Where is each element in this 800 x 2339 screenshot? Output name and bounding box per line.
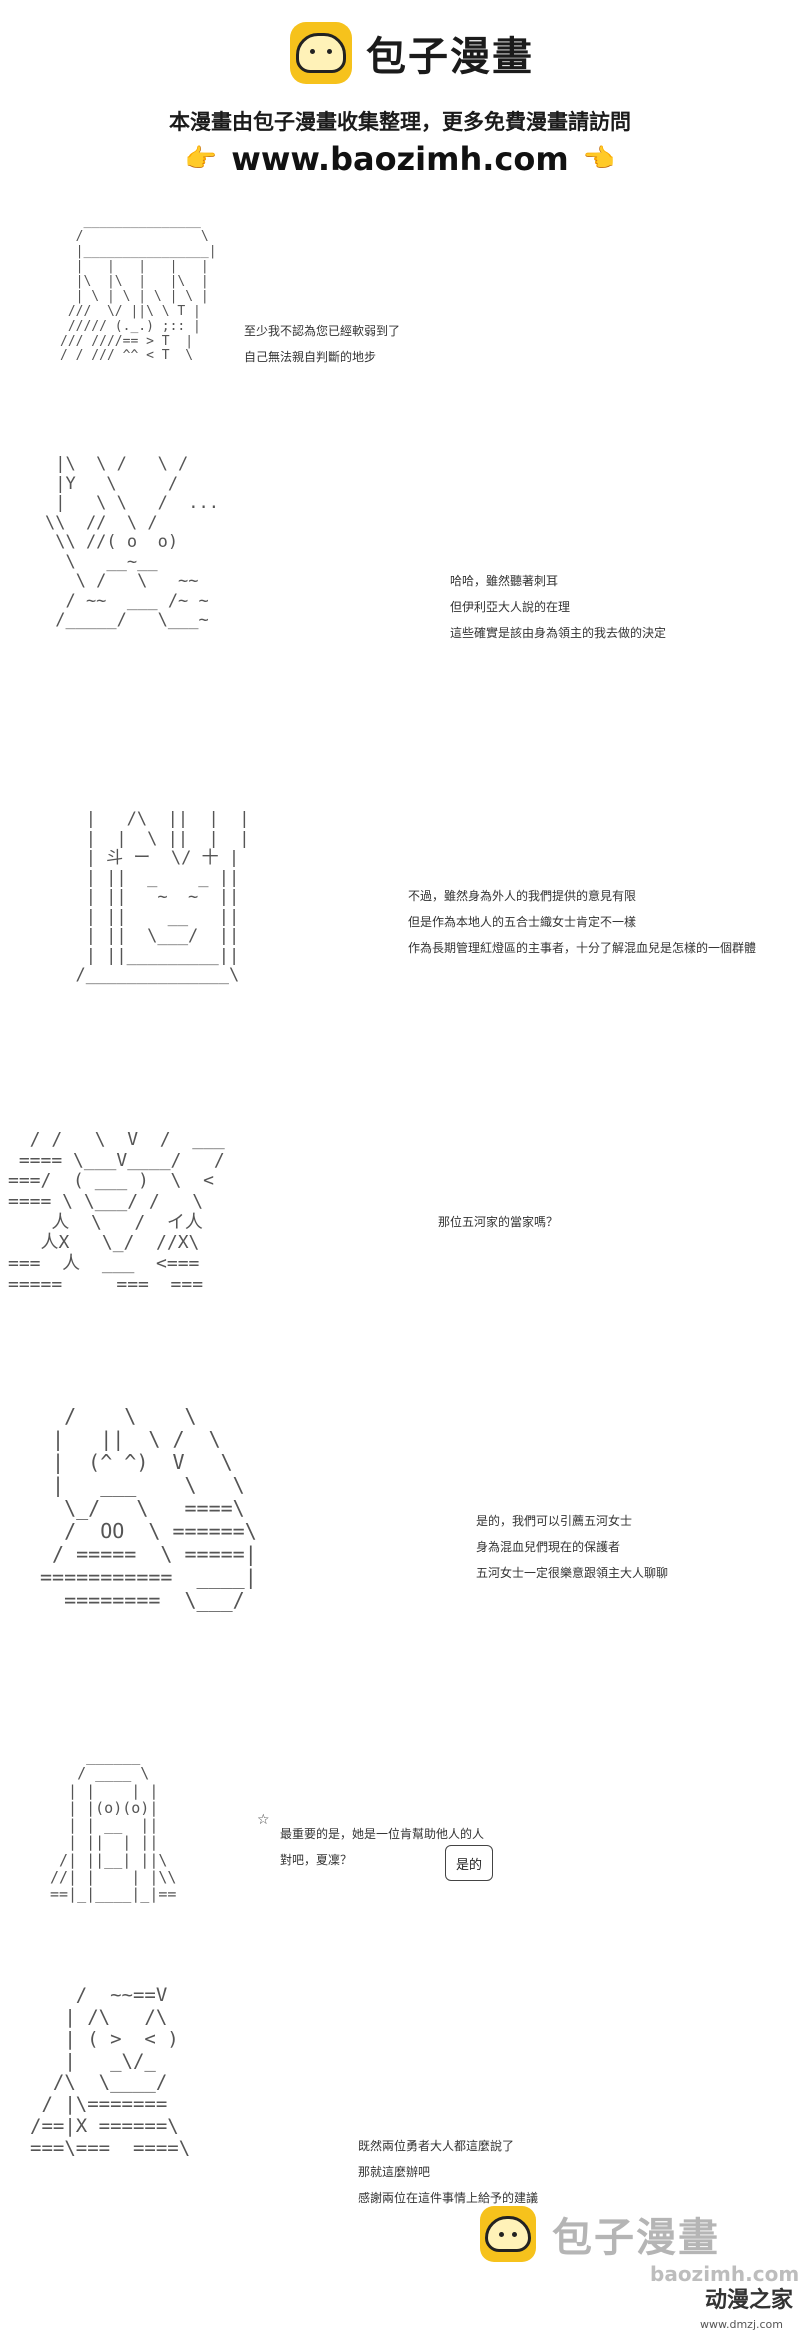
dialogue: 至少我不認為您已經軟弱到了 自己無法親自判斷的地步	[244, 325, 400, 377]
star-icon: ☆	[257, 1812, 270, 1828]
dialogue-line: 五河女士一定很樂意跟領主大人聊聊	[476, 1566, 669, 1580]
pointing-right-hand-icon: 👉	[184, 144, 218, 174]
site-header: 包子漫畫 本漫畫由包子漫畫收集整理，更多免費漫畫請訪問 👉 www.baozim…	[0, 0, 800, 190]
ascii-art: / \ \ | || \ / \ | (^ ^) V \ | ___ \ \ \…	[40, 1404, 257, 1612]
ascii-art: | /\ || | | | | \ || | | | 斗 ー \/ 十 | | …	[75, 809, 250, 986]
dialogue-line: 至少我不認為您已經軟弱到了	[244, 324, 401, 338]
comic-panel-6: ______ / ____ \ | | | | | |(o)(o)| | | _…	[0, 1730, 800, 1960]
dialogue-line: 既然兩位勇者大人都這麼說了	[358, 2139, 515, 2153]
watermark-brand: 包子漫畫	[552, 2215, 720, 2261]
brand-name: 包子漫畫	[366, 34, 534, 80]
comic-panel-7: / ~~==V | /\ /\ | ( > < ) | _\/_ /\ \___…	[0, 1970, 800, 2230]
dmzj-watermark-url: www.dmzj.com	[700, 2318, 783, 2331]
pointing-left-hand-icon: 👈	[582, 144, 616, 174]
dialogue-line: 那位五河家的當家嗎？	[438, 1215, 559, 1229]
dialogue: 哈哈，雖然聽著刺耳 但伊利亞大人說的在理 這些確實是該由身為領主的我去做的決定	[450, 575, 666, 653]
dialogue-line: 自己無法親自判斷的地步	[244, 350, 377, 364]
dialogue-line: 最重要的是，她是一位肯幫助他人的人	[280, 1827, 485, 1841]
dialogue: 最重要的是，她是一位肯幫助他人的人 對吧，夏凜？	[280, 1828, 484, 1880]
ascii-art: ______ / ____ \ | | | | | |(o)(o)| | | _…	[50, 1747, 177, 1903]
dialogue-line: 作為長期管理紅燈區的主事者，十分了解混血兒是怎樣的一個群體	[408, 941, 757, 955]
baozi-watermark: 包子漫畫	[480, 2205, 720, 2263]
dialogue-line: 但是作為本地人的五合士織女士肯定不一樣	[408, 915, 637, 929]
dialogue: 那位五河家的當家嗎？	[438, 1216, 558, 1242]
dialogue: 既然兩位勇者大人都這麼說了 那就這麼辦吧 感謝兩位在這件事情上給予的建議	[358, 2140, 538, 2218]
ascii-art: / ~~==V | /\ /\ | ( > < ) | _\/_ /\ \___…	[30, 1984, 191, 2159]
site-url-link[interactable]: www.baozimh.com	[231, 140, 569, 178]
dialogue-line: 對吧，夏凜？	[280, 1853, 353, 1867]
reply-speech-box: 是的	[445, 1845, 493, 1881]
dialogue-line: 但伊利亞大人說的在理	[450, 600, 571, 614]
ascii-art: |\ \ / \ / |Y \ / | \ \ / ... \\ // \ / …	[45, 454, 219, 631]
dmzj-watermark: 动漫之家	[705, 2288, 794, 2313]
dialogue: 是的，我們可以引薦五河女士 身為混血兒們現在的保護者 五河女士一定很樂意跟領主大…	[476, 1515, 668, 1593]
comic-panel-4: / / \ V / ___ ==== \___V____/ / ===/ ( _…	[0, 1110, 800, 1380]
dialogue-line: 不過，雖然身為外人的我們提供的意見有限	[408, 889, 637, 903]
ascii-art: / / \ V / ___ ==== \___V____/ / ===/ ( _…	[8, 1129, 225, 1295]
bun-logo-icon	[480, 2206, 536, 2262]
watermark-url: baozimh.com	[650, 2262, 800, 2286]
dialogue: 不過，雖然身為外人的我們提供的意見有限 但是作為本地人的五合士織女士肯定不一樣 …	[408, 890, 756, 968]
site-notice: 本漫畫由包子漫畫收集整理，更多免費漫畫請訪問	[169, 110, 631, 134]
comic-panel-3: | /\ || | | | | \ || | | | 斗 ー \/ 十 | | …	[0, 790, 800, 1090]
dialogue-line: 這些確實是該由身為領主的我去做的決定	[450, 626, 667, 640]
ascii-art: _______________ / \ |________________| |…	[60, 214, 217, 364]
dialogue-line: 是的，我們可以引薦五河女士	[476, 1514, 633, 1528]
dialogue-line: 那就這麼辦吧	[358, 2165, 431, 2179]
dialogue-line: 身為混血兒們現在的保護者	[476, 1540, 621, 1554]
comic-panel-1: _______________ / \ |________________| |…	[0, 200, 800, 430]
dialogue-line: 感謝兩位在這件事情上給予的建議	[358, 2191, 539, 2205]
comic-panel-5: / \ \ | || \ / \ | (^ ^) V \ | ___ \ \ \…	[0, 1390, 800, 1720]
comic-panel-2: |\ \ / \ / |Y \ / | \ \ / ... \\ // \ / …	[0, 440, 800, 770]
logo[interactable]: 包子漫畫	[290, 22, 534, 84]
site-url-row: 👉 www.baozimh.com 👈	[0, 140, 800, 178]
dialogue-line: 哈哈，雖然聽著刺耳	[450, 574, 559, 588]
bun-logo-icon	[290, 22, 352, 84]
